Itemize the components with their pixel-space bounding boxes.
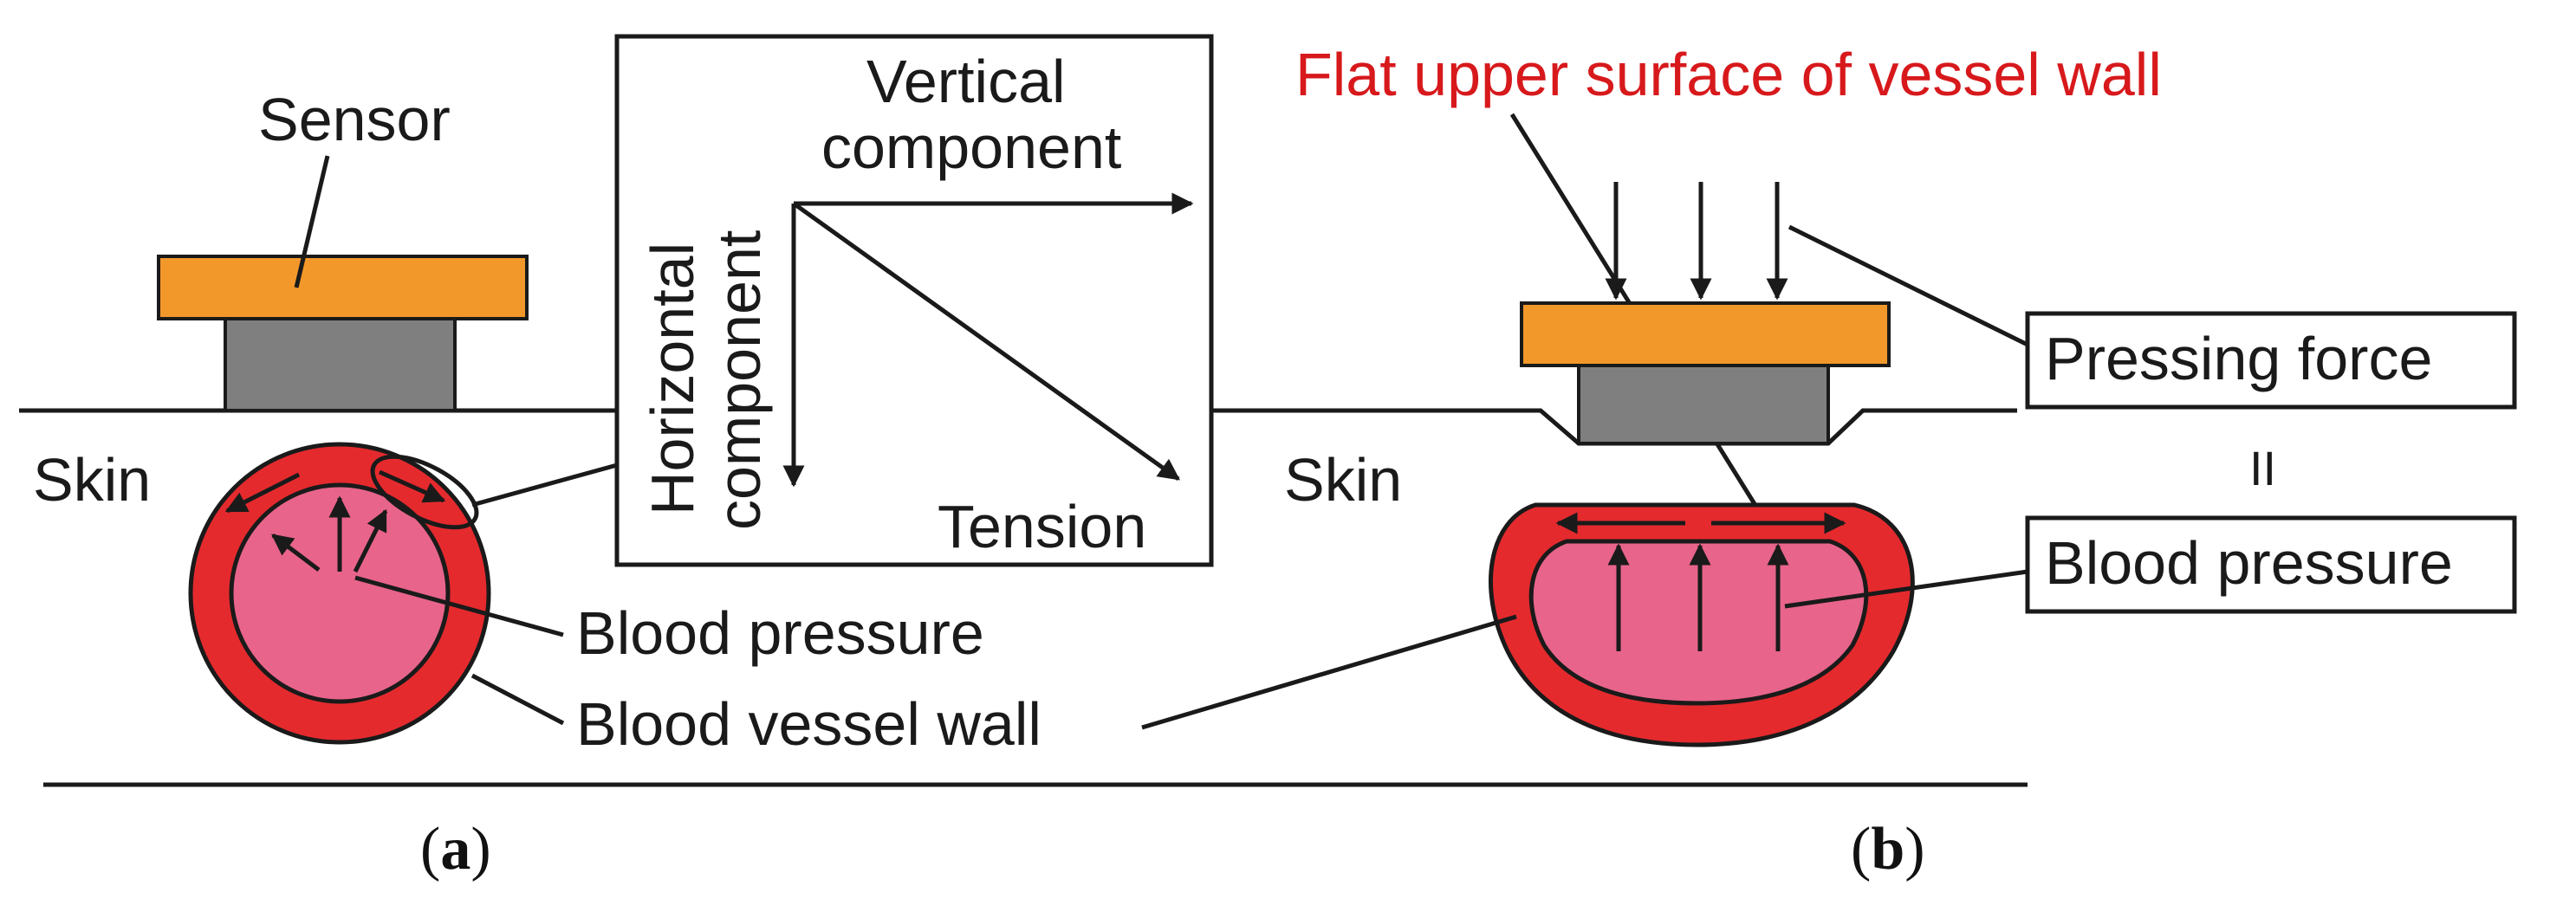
caption-b: (b): [1851, 816, 1925, 883]
skin-label-a: Skin: [33, 446, 151, 514]
inset-box: [614, 34, 1214, 567]
skin-label-b: Skin: [1284, 446, 1402, 514]
tension-highlight-ellipse: [370, 454, 479, 530]
blood-pressure-leader-b: [1784, 569, 2028, 609]
sensor-leader-line: [294, 155, 330, 288]
vessel-wall-leader-b: [1141, 614, 1517, 730]
flattened-vessel: [1489, 502, 1915, 747]
pressing-force-leader: [1788, 224, 2029, 347]
vessel-wall-leader-a: [470, 673, 565, 726]
horizontal-component-label-line2: component: [705, 230, 773, 530]
inset-leader-line: [471, 462, 618, 508]
sensor-label: Sensor: [258, 86, 451, 153]
sensor-base-b: [1577, 364, 1830, 445]
sensor-plate-a: [157, 255, 529, 320]
tension-label: Tension: [938, 493, 1146, 560]
flat-surface-label: Flat upper surface of vessel wall: [1295, 41, 2162, 108]
pressing-force-box: [2025, 311, 2517, 410]
vessel-wall-label: Blood vessel wall: [576, 690, 1041, 758]
force-decomposition-inset: Vertical component Horizontal component …: [614, 34, 1214, 567]
sensor-plate-b: [1520, 301, 1891, 367]
panel-a: Sensor Skin Vertical component Horizonta…: [19, 34, 2028, 883]
horizontal-component-label-line1: Horizontal: [639, 243, 706, 515]
vertical-component-label-line1: Vertical: [866, 48, 1066, 115]
caption-a: (a): [420, 816, 491, 883]
sensor-b: [1520, 301, 1891, 445]
vertical-component-label-line2: component: [821, 113, 1121, 181]
sensor-base-a: [224, 317, 457, 412]
blood-pressure-box: [2025, 515, 2517, 614]
sensor-a: [157, 255, 529, 412]
equals-sign: II: [2249, 441, 2276, 495]
pressing-force-label: Pressing force: [2045, 325, 2432, 392]
blood-pressure-leader-a: [354, 575, 564, 637]
pressure-arrow-up-right: [353, 508, 388, 573]
tension-arrow: [792, 201, 1181, 482]
tension-arrow-right: [378, 469, 446, 503]
pressure-arrow-up-left: [271, 534, 321, 572]
panel-b: Flat upper surface of vessel wall Skin: [1141, 41, 2517, 883]
blood-pressure-label-a: Blood pressure: [576, 599, 984, 667]
tension-arrow-left: [224, 472, 301, 514]
round-vessel: [188, 442, 491, 745]
blood-pressure-label-b: Blood pressure: [2045, 529, 2453, 597]
